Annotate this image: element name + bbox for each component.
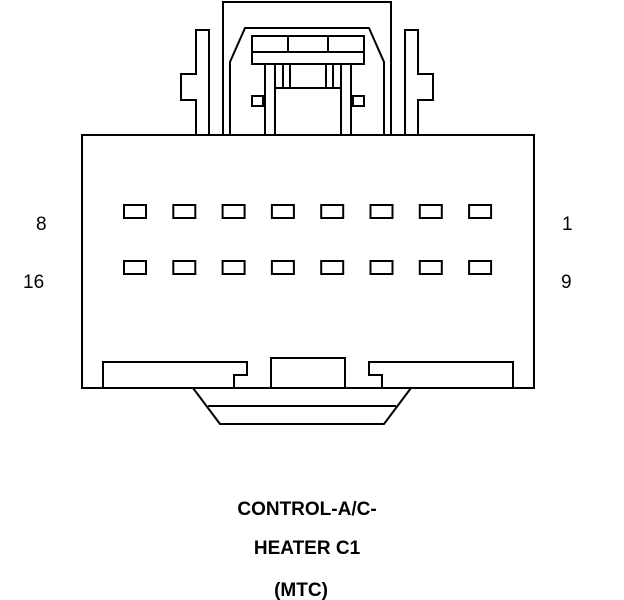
latch-inner: [229, 27, 385, 135]
row1-left-label: 8: [36, 214, 47, 235]
latch-left-step: [180, 29, 223, 136]
pin-cavity: [418, 260, 443, 275]
pin-cavity: [320, 260, 345, 275]
latch-lock-mid: [251, 51, 365, 65]
pin-cavity: [369, 260, 394, 275]
pin-cavity: [468, 204, 493, 219]
pin-cavity: [418, 204, 443, 219]
caption-line1: CONTROL-A/C-: [237, 499, 376, 520]
pin-cavity: [369, 204, 394, 219]
latch-post-right: [340, 63, 352, 136]
connector-body: [81, 134, 535, 389]
pin-grid: [123, 204, 493, 275]
connector-outline: [81, 1, 535, 425]
pin-cavity: [221, 204, 246, 219]
pin-cavity: [320, 204, 345, 219]
caption-line2: HEATER C1: [254, 538, 361, 559]
bottom-rail-right: [368, 361, 514, 388]
bottom-rail-left: [102, 361, 248, 388]
caption-line3: (MTC): [274, 580, 328, 600]
row2-left-label: 16: [23, 272, 44, 293]
latch-post-left: [264, 63, 276, 136]
row1-right-label: 1: [562, 214, 573, 235]
pin-cavity: [172, 260, 197, 275]
latch-lock-top: [251, 35, 365, 53]
pin-cavity: [270, 260, 295, 275]
pin-cavity: [468, 260, 493, 275]
pin-cavity: [172, 204, 197, 219]
pin-cavity: [270, 204, 295, 219]
latch-right-step: [391, 29, 434, 136]
row2-right-label: 9: [561, 272, 572, 293]
latch-frame: [222, 1, 392, 135]
pin-cavity: [123, 260, 147, 275]
bottom-center-block: [270, 357, 346, 389]
bottom-key: [192, 387, 412, 425]
pin-cavity: [123, 204, 147, 219]
pin-cavity: [221, 260, 246, 275]
